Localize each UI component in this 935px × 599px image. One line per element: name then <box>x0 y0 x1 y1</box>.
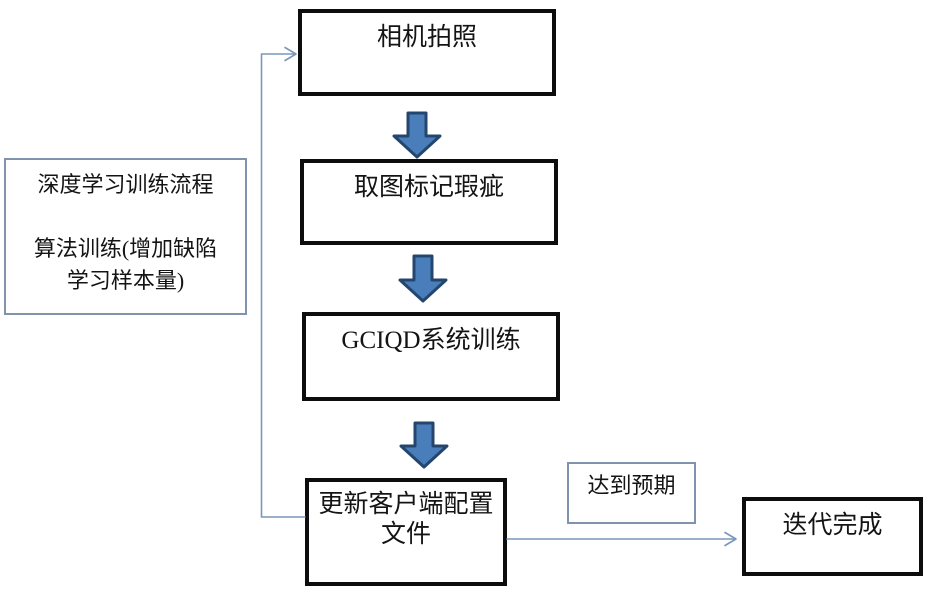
note-box-training-process: 深度学习训练流程 算法训练(增加缺陷 学习样本量) <box>4 158 247 315</box>
label-box-expectation-text: 达到预期 <box>587 473 676 498</box>
label-box-expectation: 达到预期 <box>567 462 696 524</box>
node-camera-label: 相机拍照 <box>376 24 477 51</box>
flow-arrow-icon <box>506 531 737 547</box>
note-line: 学习样本量) <box>66 268 185 293</box>
node-iteration-done-label: 迭代完成 <box>782 512 883 539</box>
node-camera: 相机拍照 <box>298 9 556 96</box>
note-line <box>6 201 245 233</box>
node-update-config: 更新客户端配置 文件 <box>305 478 507 586</box>
note-line: 深度学习训练流程 <box>37 172 214 197</box>
feedback-arrow-icon <box>260 46 306 518</box>
node-update-config-line: 文件 <box>380 521 431 548</box>
down-block-arrow-icon <box>392 111 442 159</box>
node-gciqd-train-label: GCIQD系统训练 <box>341 327 521 354</box>
down-block-arrow-icon <box>398 254 448 303</box>
node-iteration-done: 迭代完成 <box>742 497 923 576</box>
note-line: 算法训练(增加缺陷 <box>33 236 218 261</box>
down-block-arrow-icon <box>399 421 449 469</box>
node-update-config-line: 更新客户端配置 <box>318 491 494 518</box>
node-mark-defects-label: 取图标记瑕疵 <box>353 174 504 201</box>
node-mark-defects: 取图标记瑕疵 <box>300 159 558 245</box>
node-gciqd-train: GCIQD系统训练 <box>302 312 560 401</box>
